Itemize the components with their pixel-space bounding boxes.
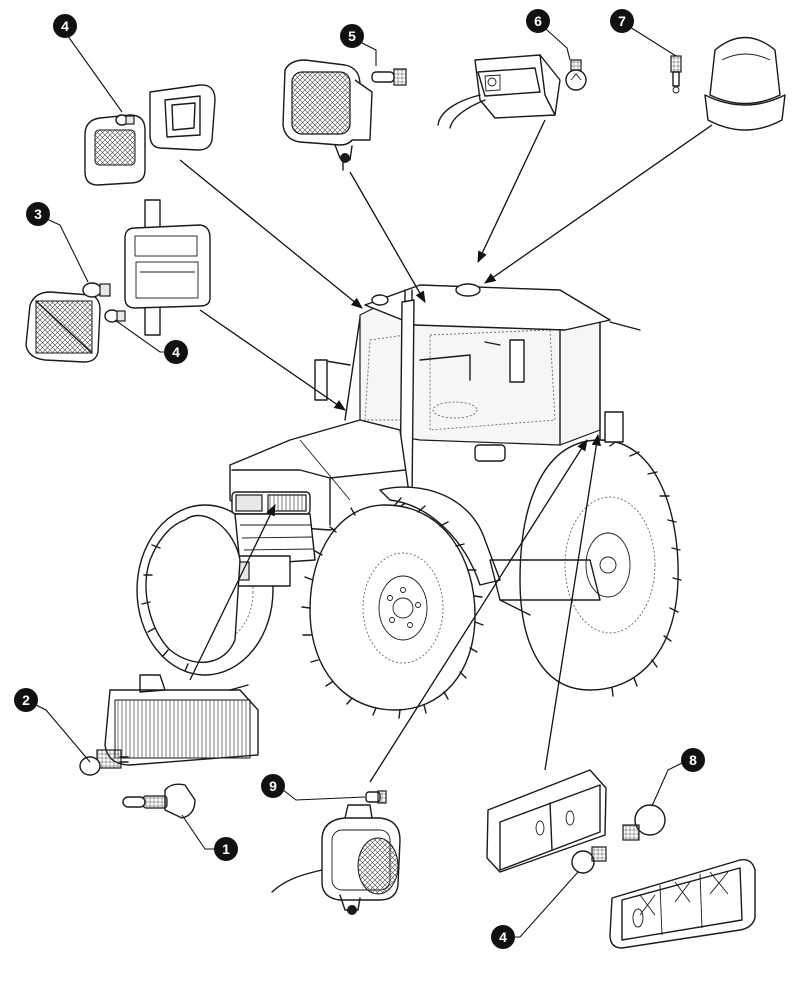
bulb-3 [82,282,111,298]
halogen-bulb-7 [670,55,682,94]
rear-right-tyre [519,439,682,697]
svg-text:4: 4 [172,344,180,360]
svg-text:1: 1 [222,841,230,857]
headlight-unit [104,674,259,766]
bulb-2 [79,749,129,776]
callout-1: 1 [214,837,238,861]
rear-work-light-left [25,282,126,363]
svg-text:9: 9 [269,778,277,794]
bulb-4-left [104,309,126,323]
rear-lamp-housing [486,769,607,873]
bulb-5 [371,68,407,86]
callout-4-left: 4 [164,340,188,364]
beacon-base [437,54,587,129]
pointer-arrows [179,119,713,783]
callout-7: 7 [610,9,634,33]
callout-8: 8 [681,748,705,772]
side-marker-light-assembly [84,84,216,186]
bulb-6 [565,59,587,91]
callout-6: 6 [526,9,550,33]
svg-text:3: 3 [34,206,42,222]
bulb-9 [365,790,387,804]
svg-text:6: 6 [534,13,542,29]
callout-2: 2 [14,688,38,712]
callout-4-bottom: 4 [491,925,515,949]
pillar-light-assembly [124,199,211,336]
svg-text:2: 2 [22,692,30,708]
svg-text:4: 4 [61,18,69,34]
roof-work-light [282,59,407,171]
svg-text:5: 5 [348,28,356,44]
cab [314,283,641,503]
fender-work-light [271,790,401,915]
tractor-illustration [136,283,682,719]
svg-text:7: 7 [618,13,626,29]
bonnet [199,419,601,616]
front-right-tyre [301,497,484,719]
svg-text:4: 4 [499,929,507,945]
svg-text:8: 8 [689,752,697,768]
bulb-8 [622,804,666,841]
callout-9: 9 [261,774,285,798]
bulb-4-bottom [571,846,607,874]
callout-5: 5 [340,24,364,48]
rotating-beacon [704,36,786,131]
callout-4-top: 4 [53,14,77,38]
callout-3: 3 [26,202,50,226]
bulb-1 [122,783,196,819]
bulb-4-top [115,114,135,126]
tail-lamp-lens [609,859,756,949]
